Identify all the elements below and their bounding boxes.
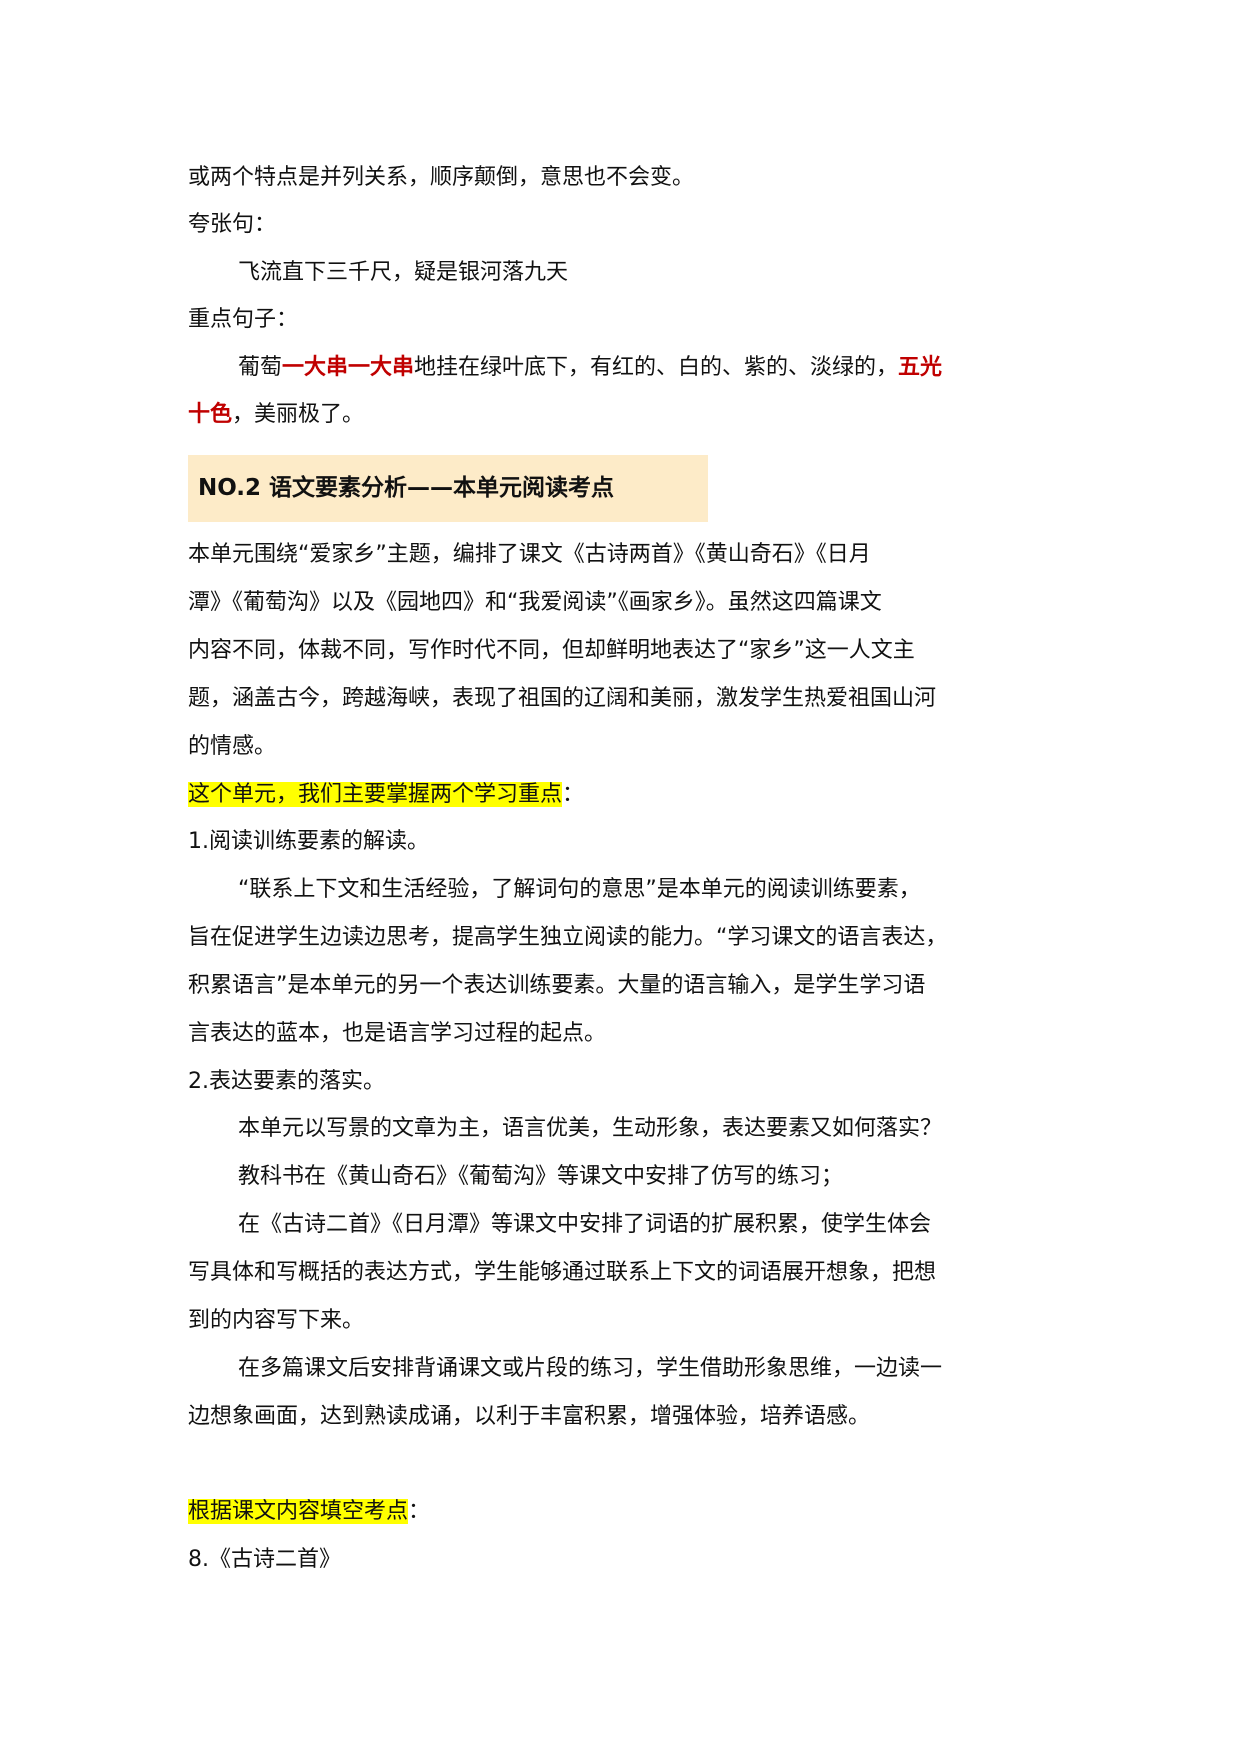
point1-title: 1.阅读训练要素的解读。 [188,829,429,854]
point1-line: 旨在促进学生边读边思考，提高学生独立阅读的能力。“学习课文的语言表达， [188,925,948,950]
emphasis-red: 一大串一大串 [282,355,415,380]
intro-line: 本单元围绕“爱家乡”主题，编排了课文《古诗两首》《黄山奇石》《日月 [188,542,871,567]
point2-p4-line: 在多篇课文后安排背诵课文或片段的练习，学生借助形象思维，一边读一 [238,1356,943,1381]
key-sentence-label: 重点句子： [188,307,299,332]
point2-p3-line: 在《古诗二首》《日月潭》等课文中安排了词语的扩展积累，使学生体会 [238,1212,932,1237]
intro-line: 题，涵盖古今，跨越海峡，表现了祖国的辽阔和美丽，激发学生热爱祖国山河 [188,686,937,711]
section-heading: NO.2 语文要素分析——本单元阅读考点 [188,455,708,522]
text-span: 地挂在绿叶底下，有红的、白的、紫的、淡绿的， [414,355,899,380]
hyperbole-example: 飞流直下三千尺，疑是银河落九天 [238,260,569,285]
point2-p1: 本单元以写景的文章为主，语言优美，生动形象，表达要素又如何落实？ [238,1116,943,1141]
fill-blank-line: 根据课文内容填空考点： [188,1497,430,1527]
focus-line: 这个单元，我们主要掌握两个学习重点： [188,780,584,810]
hyperbole-label: 夸张句： [188,212,277,237]
text-span: ，美丽极了。 [232,402,365,427]
point2-p2: 教科书在《黄山奇石》《葡萄沟》等课文中安排了仿写的练习； [238,1164,844,1189]
point2-p3-line: 到的内容写下来。 [188,1308,365,1333]
intro-line: 内容不同，体裁不同，写作时代不同，但却鲜明地表达了“家乡”这一人文主 [188,638,915,663]
key-sentence-line1: 葡萄一大串一大串地挂在绿叶底下，有红的、白的、紫的、淡绿的，五光 [238,353,942,383]
highlighted-text: 根据课文内容填空考点 [188,1499,409,1524]
point1-line: 积累语言”是本单元的另一个表达训练要素。大量的语言输入，是学生学习语 [188,973,926,998]
item-8: 8.《古诗二首》 [188,1547,341,1572]
emphasis-red: 十色 [188,402,233,427]
key-sentence-line2: 十色，美丽极了。 [188,400,364,430]
point2-title: 2.表达要素的落实。 [188,1069,385,1094]
section-heading-text: NO.2 语文要素分析——本单元阅读考点 [198,475,615,501]
emphasis-red: 五光 [898,355,943,380]
paragraph-continuation: 或两个特点是并列关系，顺序颠倒，意思也不会变。 [188,165,695,190]
point1-line: 言表达的蓝本，也是语言学习过程的起点。 [188,1021,607,1046]
text-span: ： [408,1499,431,1524]
text-span: 葡萄 [238,355,283,380]
point2-p3-line: 写具体和写概括的表达方式，学生能够通过联系上下文的词语展开想象，把想 [188,1260,937,1285]
intro-line: 潭》《葡萄沟》以及《园地四》和“我爱阅读”《画家乡》。虽然这四篇课文 [188,590,882,615]
highlighted-text: 这个单元，我们主要掌握两个学习重点 [188,782,563,807]
intro-line: 的情感。 [188,734,277,759]
point1-line: “联系上下文和生活经验，了解词句的意思”是本单元的阅读训练要素， [238,877,921,902]
text-span: ： [562,782,585,807]
point2-p4-line: 边想象画面，达到熟读成诵，以利于丰富积累，增强体验，培养语感。 [188,1404,871,1429]
